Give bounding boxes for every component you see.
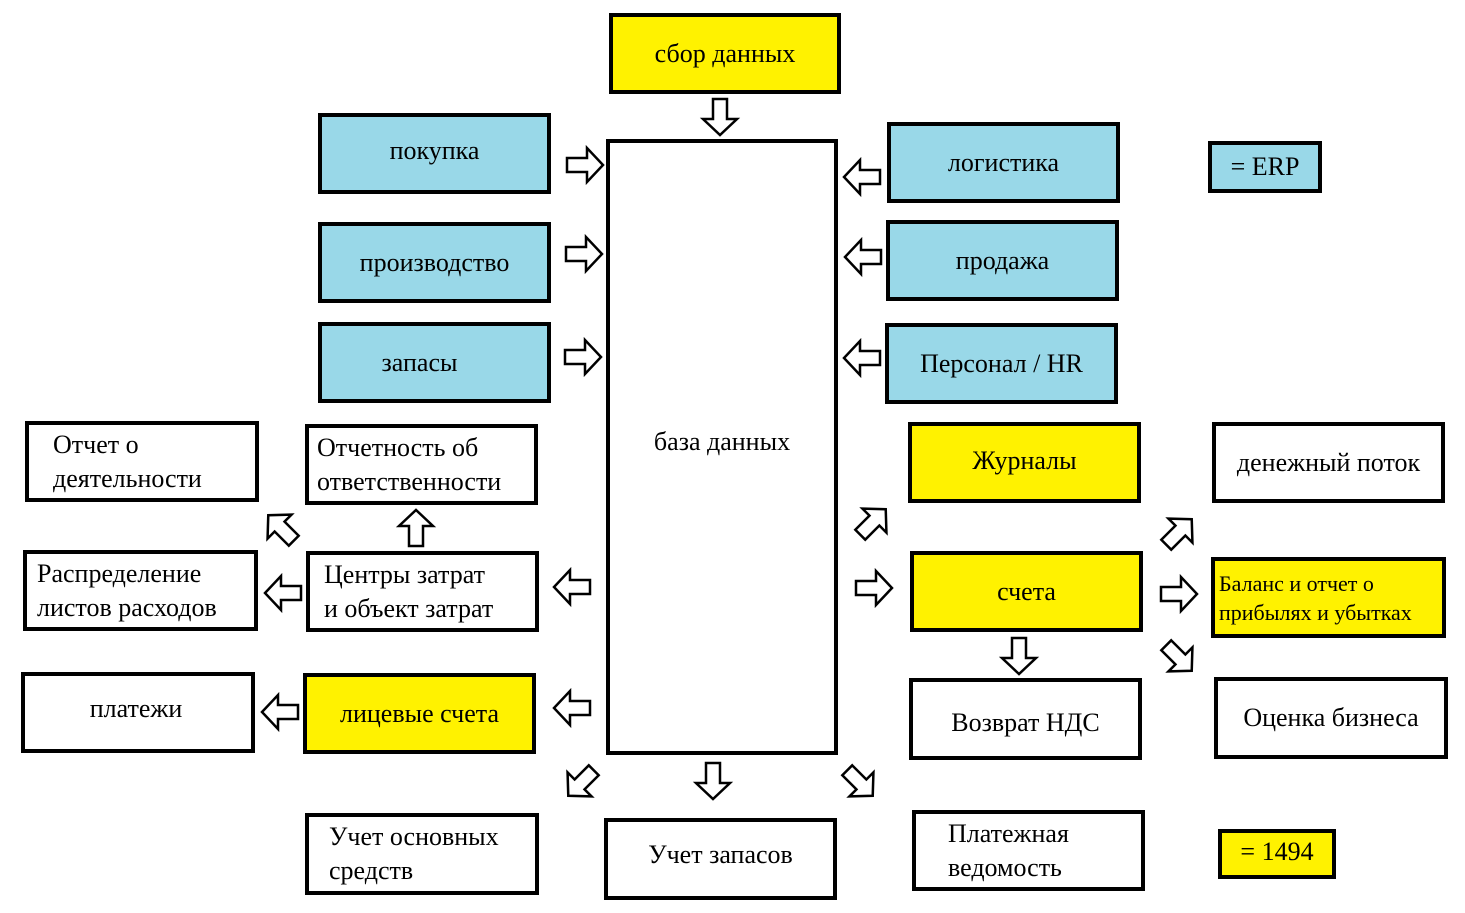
arrow-down-icon [998,636,1040,676]
node-label: база данных [653,427,791,456]
arrow-down-left-icon [561,763,601,803]
node-label: счета [997,576,1056,606]
arrow-up-right-icon [853,502,893,542]
arrow-left-icon [552,687,592,729]
node-database: база данных [606,139,838,755]
arrow-left-icon [263,572,303,614]
arrow-up-icon [395,508,437,548]
node-label: денежный поток [1236,447,1421,477]
legend-label: = 1494 [1240,837,1314,866]
arrow-right-icon [564,233,604,275]
node-production: производство [318,222,551,303]
node-label: логистика [947,147,1060,177]
arrow-left-icon [260,691,300,733]
node-label: продажа [955,245,1050,275]
node-label: Учет основных средств [329,822,499,885]
node-cash-flow: денежный поток [1212,422,1445,503]
node-inventory: запасы [318,322,551,403]
node-accounts: счета [910,551,1143,632]
arrow-right-icon [1159,573,1199,615]
node-expense-distribution: Распределение листов расходов [23,550,258,631]
node-journals: Журналы [908,422,1141,503]
node-label: Возврат НДС [951,708,1100,737]
node-responsibility-reporting: Отчетность об ответственности [305,424,538,505]
arrow-left-icon [843,236,883,278]
legend-1494: = 1494 [1218,829,1336,879]
node-label: Баланс и отчет о прибылях и убытках [1219,570,1412,625]
node-activity-report: Отчет о деятельности [25,421,259,502]
node-label: Центры затрат и объект затрат [324,559,494,623]
node-label: платежи [89,693,183,723]
node-label: Отчетность об ответственности [317,432,502,496]
node-label: запасы [381,347,458,377]
node-payroll: Платежная ведомость [912,810,1145,891]
arrow-left-icon [842,156,882,198]
node-fixed-assets: Учет основных средств [305,813,539,895]
arrow-down-right-icon [1159,638,1199,678]
node-label: Платежная ведомость [948,818,1069,882]
arrow-up-left-icon [261,508,301,548]
arrow-right-icon [854,567,894,609]
node-data-collection: сбор данных [609,13,841,94]
node-label: Отчет о деятельности [53,429,202,493]
node-inventory-accounting: Учет запасов [604,818,837,900]
node-sales: продажа [886,220,1119,301]
arrow-left-icon [842,337,882,379]
node-cost-centers: Центры затрат и объект затрат [306,551,539,632]
node-label: Персонал / HR [920,348,1083,378]
node-business-valuation: Оценка бизнеса [1214,677,1448,759]
node-label: Распределение листов расходов [37,558,217,622]
arrow-right-icon [565,144,605,186]
node-vat-refund: Возврат НДС [909,678,1142,760]
arrow-down-icon [692,761,734,801]
arrow-down-right-icon [840,763,880,803]
arrow-up-right-icon [1159,512,1199,552]
node-label: Учет запасов [648,840,793,869]
legend-label: = ERP [1230,152,1300,181]
arrow-left-icon [552,566,592,608]
node-personal-accounts: лицевые счета [303,673,536,754]
arrow-down-icon [699,97,741,137]
node-label: лицевые счета [340,698,499,728]
node-personnel: Персонал / HR [885,323,1118,404]
legend-erp: = ERP [1208,141,1322,193]
node-label: производство [359,247,510,277]
node-label: сбор данных [654,38,796,68]
node-payments: платежи [21,672,255,753]
node-label: Журналы [972,445,1077,475]
node-label: покупка [389,135,480,165]
node-logistics: логистика [887,122,1120,203]
node-purchase: покупка [318,113,551,194]
node-balance-pnl: Баланс и отчет о прибылях и убытках [1211,557,1446,638]
node-label: Оценка бизнеса [1243,703,1419,732]
arrow-right-icon [563,336,603,378]
